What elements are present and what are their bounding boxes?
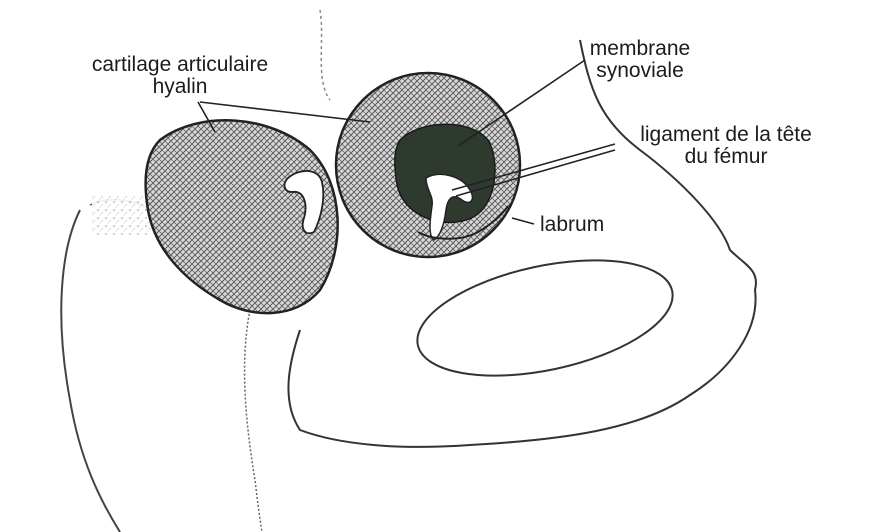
leader-labrum — [512, 218, 534, 224]
leader-cartilage-acetabulum — [200, 102, 370, 122]
label-cartilage-line2: hyalin — [30, 76, 330, 98]
femur-shaft-outline — [61, 210, 120, 532]
label-cartilage-line1: cartilage articulaire — [30, 54, 330, 76]
label-ligament-line1: ligament de la tête — [616, 124, 836, 146]
label-ligament: ligament de la tête du fémur — [616, 124, 836, 168]
femur-shaft-outline-right — [245, 310, 262, 532]
label-membrane-line1: membrane — [580, 38, 700, 60]
label-cartilage: cartilage articulaire hyalin — [30, 54, 330, 98]
pelvis-outline — [288, 40, 756, 447]
label-ligament-line2: du fémur — [616, 146, 836, 168]
label-membrane: membrane synoviale — [580, 38, 700, 82]
femur-neck-shading — [92, 195, 152, 235]
label-membrane-line2: synoviale — [580, 60, 700, 82]
obturator-foramen — [407, 240, 683, 396]
label-labrum: labrum — [540, 214, 604, 236]
